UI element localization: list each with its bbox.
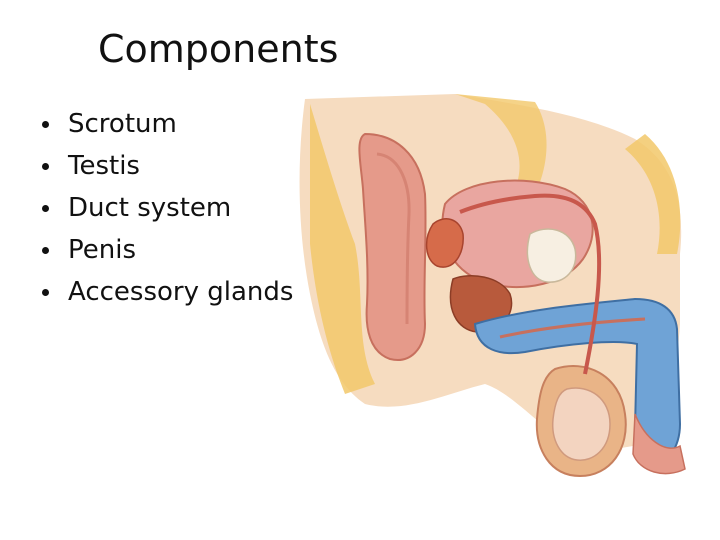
- bullet-dot-icon: [42, 121, 49, 128]
- bullet-dot-icon: [42, 163, 49, 170]
- bullet-dot-icon: [42, 247, 49, 254]
- bullet-item: Scrotum: [42, 104, 293, 146]
- slide-title: Components: [98, 27, 339, 71]
- bullet-dot-icon: [42, 289, 49, 296]
- bullet-item: Penis: [42, 230, 293, 272]
- bullet-item: Testis: [42, 146, 293, 188]
- anatomy-illustration-icon: [299, 94, 686, 478]
- bullet-item: Accessory glands: [42, 272, 293, 314]
- bullet-list: Scrotum Testis Duct system Penis Accesso…: [42, 104, 293, 314]
- bullet-item: Duct system: [42, 188, 293, 230]
- bullet-dot-icon: [42, 205, 49, 212]
